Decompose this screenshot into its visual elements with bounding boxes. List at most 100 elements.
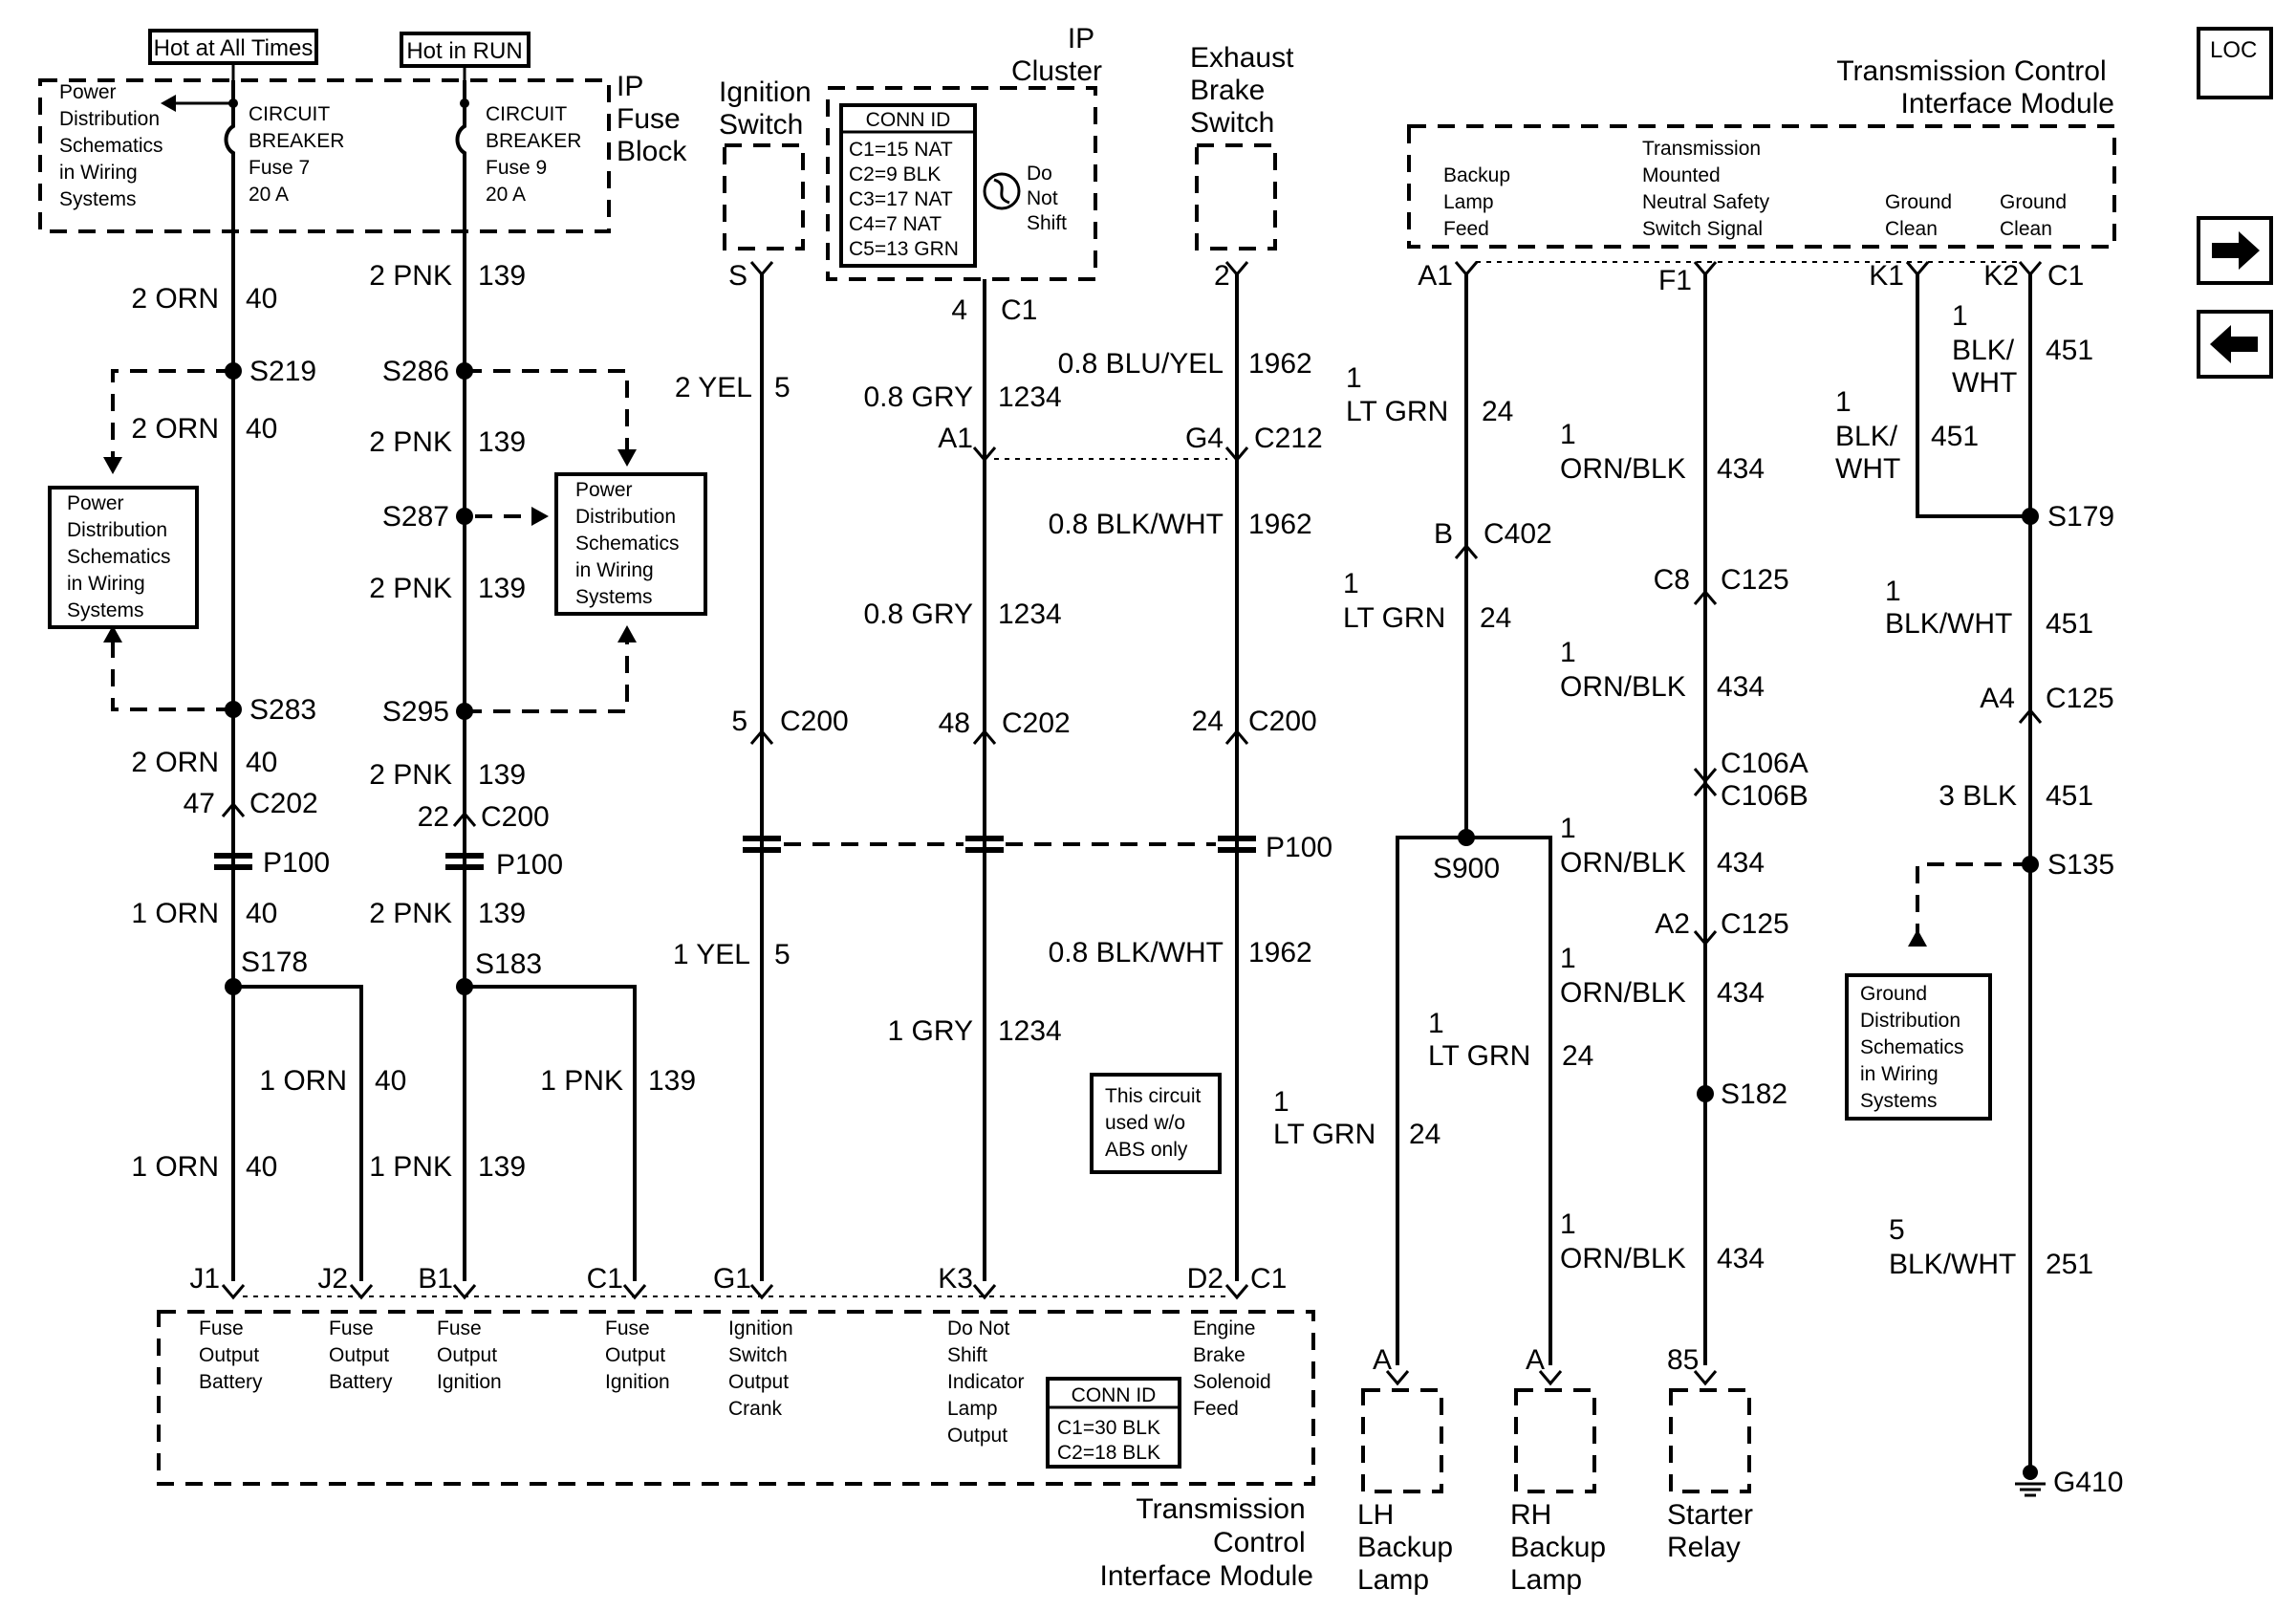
circuit-number: 1234 bbox=[998, 1015, 1062, 1047]
wire-label: 1 ORN/BLK bbox=[1560, 813, 1686, 879]
tcim-bottom-title: Transmission Control Interface Module bbox=[1100, 1493, 1313, 1592]
ground-label: G410 bbox=[2053, 1467, 2123, 1498]
splice-label: S287 bbox=[382, 501, 449, 533]
lh-backup-lamp bbox=[1361, 1388, 1443, 1493]
wire-pnk-139 bbox=[455, 80, 466, 1281]
wire-label: 2 PNK bbox=[369, 759, 452, 791]
wire-label: 2 ORN bbox=[131, 413, 219, 445]
circuit-number: 40 bbox=[246, 1151, 277, 1183]
loc-button[interactable]: LOC bbox=[2197, 27, 2273, 99]
wire-orn-40 bbox=[224, 80, 235, 1281]
connector-pin: A4 bbox=[1980, 683, 2015, 714]
circuit-number: 451 bbox=[1931, 421, 1979, 452]
wire-label: 3 BLK bbox=[1939, 780, 2017, 812]
wire-label: 5 BLK/WHT bbox=[1889, 1214, 2016, 1280]
circuit-number: 1962 bbox=[1248, 509, 1312, 540]
p100-label: P100 bbox=[263, 847, 330, 879]
circuit-number: 434 bbox=[1717, 977, 1765, 1009]
connector-label: C202 bbox=[249, 788, 318, 819]
tcim-top-pin-a1: Backup Lamp Feed bbox=[1443, 164, 1516, 240]
p100-connector bbox=[743, 836, 1256, 853]
next-page-button[interactable] bbox=[2197, 216, 2273, 285]
tcim-top-pins bbox=[1454, 260, 2043, 276]
circuit-number: 139 bbox=[478, 573, 526, 604]
circuit-number: 24 bbox=[1482, 396, 1513, 427]
wire-label: 2 PNK bbox=[369, 426, 452, 458]
ignition-switch bbox=[723, 143, 805, 250]
pin-label: J2 bbox=[317, 1263, 348, 1295]
wire-label: 1 ORN/BLK bbox=[1560, 1208, 1686, 1274]
wire-label: 2 PNK bbox=[369, 898, 452, 929]
wire-label: 1 LT GRN bbox=[1428, 1008, 1530, 1072]
circuit-breaker-fuse-9: CIRCUIT BREAKER Fuse 9 20 A bbox=[486, 103, 587, 206]
circuit-number: 139 bbox=[648, 1065, 696, 1097]
connector-label: C200 bbox=[780, 706, 849, 737]
tcim-pin-c1: Fuse Output Ignition bbox=[605, 1317, 671, 1393]
conn-id-title: CONN ID bbox=[1072, 1384, 1157, 1406]
ip-fuse-block-title: IP Fuse Block bbox=[617, 71, 688, 167]
pin-label: K1 bbox=[1869, 260, 1904, 292]
connector-label: C212 bbox=[1254, 423, 1323, 454]
circuit-number: 1962 bbox=[1248, 937, 1312, 969]
circuit-number: 5 bbox=[774, 939, 791, 970]
circuit-number: 1234 bbox=[998, 381, 1062, 413]
circuit-breaker-fuse-7: CIRCUIT BREAKER Fuse 7 20 A bbox=[249, 103, 350, 206]
splice-s287 bbox=[456, 508, 473, 525]
wire-label: 1 ORN bbox=[131, 1151, 219, 1183]
circuit-number: 24 bbox=[1409, 1119, 1440, 1150]
circuit-number: 139 bbox=[478, 426, 526, 458]
exhaust-brake-switch-title: Exhaust Brake Switch bbox=[1190, 42, 1302, 139]
hot-at-all-times-label: Hot at All Times bbox=[154, 35, 314, 61]
tcim-top-pin-k2: Ground Clean bbox=[2000, 191, 2072, 240]
wire-label: 0.8 GRY bbox=[863, 599, 973, 630]
wire-label: 2 ORN bbox=[131, 747, 219, 778]
wire-label: 0.8 BLK/WHT bbox=[1049, 937, 1224, 969]
fuse-block-pds-ref: Power Distribution Schematics in Wiring … bbox=[59, 81, 168, 210]
tcim-conn-id-box bbox=[1046, 1377, 1181, 1469]
pin-label: C1 bbox=[1250, 1263, 1287, 1295]
splice-label: S178 bbox=[241, 947, 308, 978]
circuit-number: 434 bbox=[1717, 671, 1765, 703]
splice-label: S183 bbox=[475, 948, 542, 980]
connector-pin: C8 bbox=[1654, 564, 1690, 596]
exhaust-switch-pin: 2 bbox=[1214, 260, 1230, 292]
tcim-pin-k3: Do Not Shift Indicator Lamp Output bbox=[947, 1317, 1029, 1447]
wire-label: 0.8 BLU/YEL bbox=[1058, 348, 1224, 380]
splice-label: S286 bbox=[382, 356, 449, 387]
rh-backup-lamp-label: RH Backup Lamp bbox=[1510, 1499, 1614, 1596]
ip-cluster-title: IP Cluster bbox=[1011, 23, 1102, 87]
splice-s179 bbox=[2022, 508, 2039, 525]
wire-label: 1 ORN/BLK bbox=[1560, 419, 1686, 485]
abs-note: This circuit used w/o ABS only bbox=[1105, 1085, 1206, 1161]
wire-label: 1 PNK bbox=[540, 1065, 623, 1097]
connector-pin: 5 bbox=[731, 706, 747, 737]
tcim-top-pin-k1: Ground Clean bbox=[1885, 191, 1958, 240]
wire-label: 0.8 BLK/WHT bbox=[1049, 509, 1224, 540]
pin-label: D2 bbox=[1187, 1263, 1224, 1295]
wire-label: 2 PNK bbox=[369, 260, 452, 292]
pin-label: C1 bbox=[587, 1263, 623, 1295]
circuit-number: 40 bbox=[246, 283, 277, 315]
do-not-shift-label: Do Not Shift bbox=[1027, 163, 1067, 234]
ip-cluster-pin: 4 bbox=[951, 294, 967, 326]
wire-label: 0.8 GRY bbox=[863, 381, 973, 413]
tcim-top-pin-f1: Transmission Mounted Neutral Safety Swit… bbox=[1642, 138, 1775, 240]
starter-relay bbox=[1669, 1388, 1751, 1493]
p100-connector bbox=[214, 853, 484, 870]
connector-pin: A1 bbox=[938, 423, 973, 454]
tcim-top-module bbox=[1407, 124, 2116, 249]
connector-pin: 48 bbox=[939, 708, 970, 739]
abs-note-box bbox=[1090, 1073, 1222, 1174]
circuit-number: 139 bbox=[478, 759, 526, 791]
circuit-number: 139 bbox=[478, 1151, 526, 1183]
wire-label: 1 ORN/BLK bbox=[1560, 943, 1686, 1009]
tcim-conn-ids: C1=30 BLK C2=18 BLK bbox=[1057, 1417, 1166, 1464]
connector-label: C125 bbox=[2046, 683, 2114, 714]
circuit-number: 251 bbox=[2046, 1249, 2093, 1280]
connector-label: C125 bbox=[1721, 564, 1789, 596]
do-not-shift-lamp-icon bbox=[983, 172, 1021, 210]
prev-page-button[interactable] bbox=[2197, 310, 2273, 379]
circuit-number: 40 bbox=[246, 747, 277, 778]
tcim-pin-d2: Engine Brake Solenoid Feed bbox=[1193, 1317, 1277, 1420]
splice-s182 bbox=[1697, 1085, 1714, 1102]
